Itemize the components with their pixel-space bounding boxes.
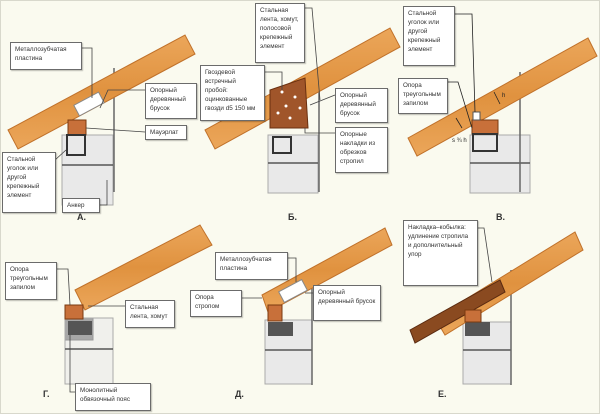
leader-lines xyxy=(57,268,125,393)
dimension-rafter-height: h xyxy=(502,93,506,99)
label-rafter-extension: Накладка–кобылка: удлинение стропила и д… xyxy=(403,220,478,286)
label-steel-angle: Стальной уголок или другой крепежный эле… xyxy=(403,6,455,66)
caption-g: Г. xyxy=(43,389,50,399)
belt-core xyxy=(68,321,92,335)
wall-block xyxy=(469,134,531,194)
rafter-extension-overlay xyxy=(409,279,506,344)
panel-g-drawing xyxy=(57,224,213,393)
label-steel-angle: Стальной уголок или другой крепежный эле… xyxy=(2,152,56,213)
label-triangular-notch: Опора треугольным запилом xyxy=(398,78,448,114)
panel-e-drawing xyxy=(409,227,584,385)
caption-v: В. xyxy=(496,212,505,222)
label-anchor: Анкер xyxy=(62,198,100,213)
mauerlat xyxy=(471,119,499,135)
mauerlat xyxy=(464,309,482,323)
support-pads xyxy=(269,77,309,129)
label-steel-strap: Стальная лента, хомут xyxy=(125,300,175,328)
panel-a-drawing xyxy=(7,34,196,206)
leader-line xyxy=(478,227,493,283)
metal-plate xyxy=(73,91,105,117)
label-nail-punch: Гвоздевой встречный пробой: оцинкованные… xyxy=(200,65,265,121)
caption-b: Б. xyxy=(288,212,297,222)
label-support-rafter: Опора стропом xyxy=(190,290,242,317)
leader-lines xyxy=(242,257,313,299)
label-metal-plate: Металлозубчатая пластина xyxy=(215,252,288,280)
mauerlat xyxy=(267,304,283,322)
steel-bracket xyxy=(472,133,498,152)
label-support-bar: Опорный деревянный брусок xyxy=(145,83,197,119)
leader-lines xyxy=(448,13,501,129)
label-support-bar: Опорный деревянный брусок xyxy=(313,285,381,321)
mauerlat xyxy=(64,304,84,320)
rafter xyxy=(407,37,598,157)
wall-block xyxy=(61,134,114,206)
caption-a: А. xyxy=(77,212,86,222)
label-support-pads: Опорные накладки из обрезков стропил xyxy=(335,127,388,173)
dimension-notch-depth: s ¾ h xyxy=(452,138,467,144)
label-mauerlat: Мауэрлат xyxy=(145,125,187,140)
caption-e: Е. xyxy=(438,389,447,399)
label-steel-strap: Стальная лента, хомут, полосовой крепежн… xyxy=(255,3,305,63)
rafter xyxy=(7,34,196,150)
metal-plate xyxy=(278,278,308,304)
belt-core xyxy=(268,322,293,336)
mauerlat xyxy=(67,119,87,136)
nails xyxy=(276,90,302,120)
rafter xyxy=(74,224,213,311)
caption-d: Д. xyxy=(235,389,244,399)
wall-block xyxy=(267,134,319,194)
panel-d-drawing xyxy=(242,227,393,385)
leader-lines xyxy=(54,47,146,206)
label-monolithic-belt: Монолитный обвязочный пояс xyxy=(75,383,151,411)
steel-bracket xyxy=(272,136,292,154)
label-metal-plate: Металлозубчатая пластина xyxy=(10,42,82,70)
angle-bracket xyxy=(472,111,481,121)
label-support-bar: Опорный деревянный брусок xyxy=(335,88,388,123)
label-triangular-notch: Опора треугольным запилом xyxy=(5,262,57,300)
steel-bracket xyxy=(66,134,86,156)
belt-core xyxy=(465,322,490,336)
panel-c-drawing xyxy=(407,13,598,194)
leader-lines xyxy=(265,7,336,134)
